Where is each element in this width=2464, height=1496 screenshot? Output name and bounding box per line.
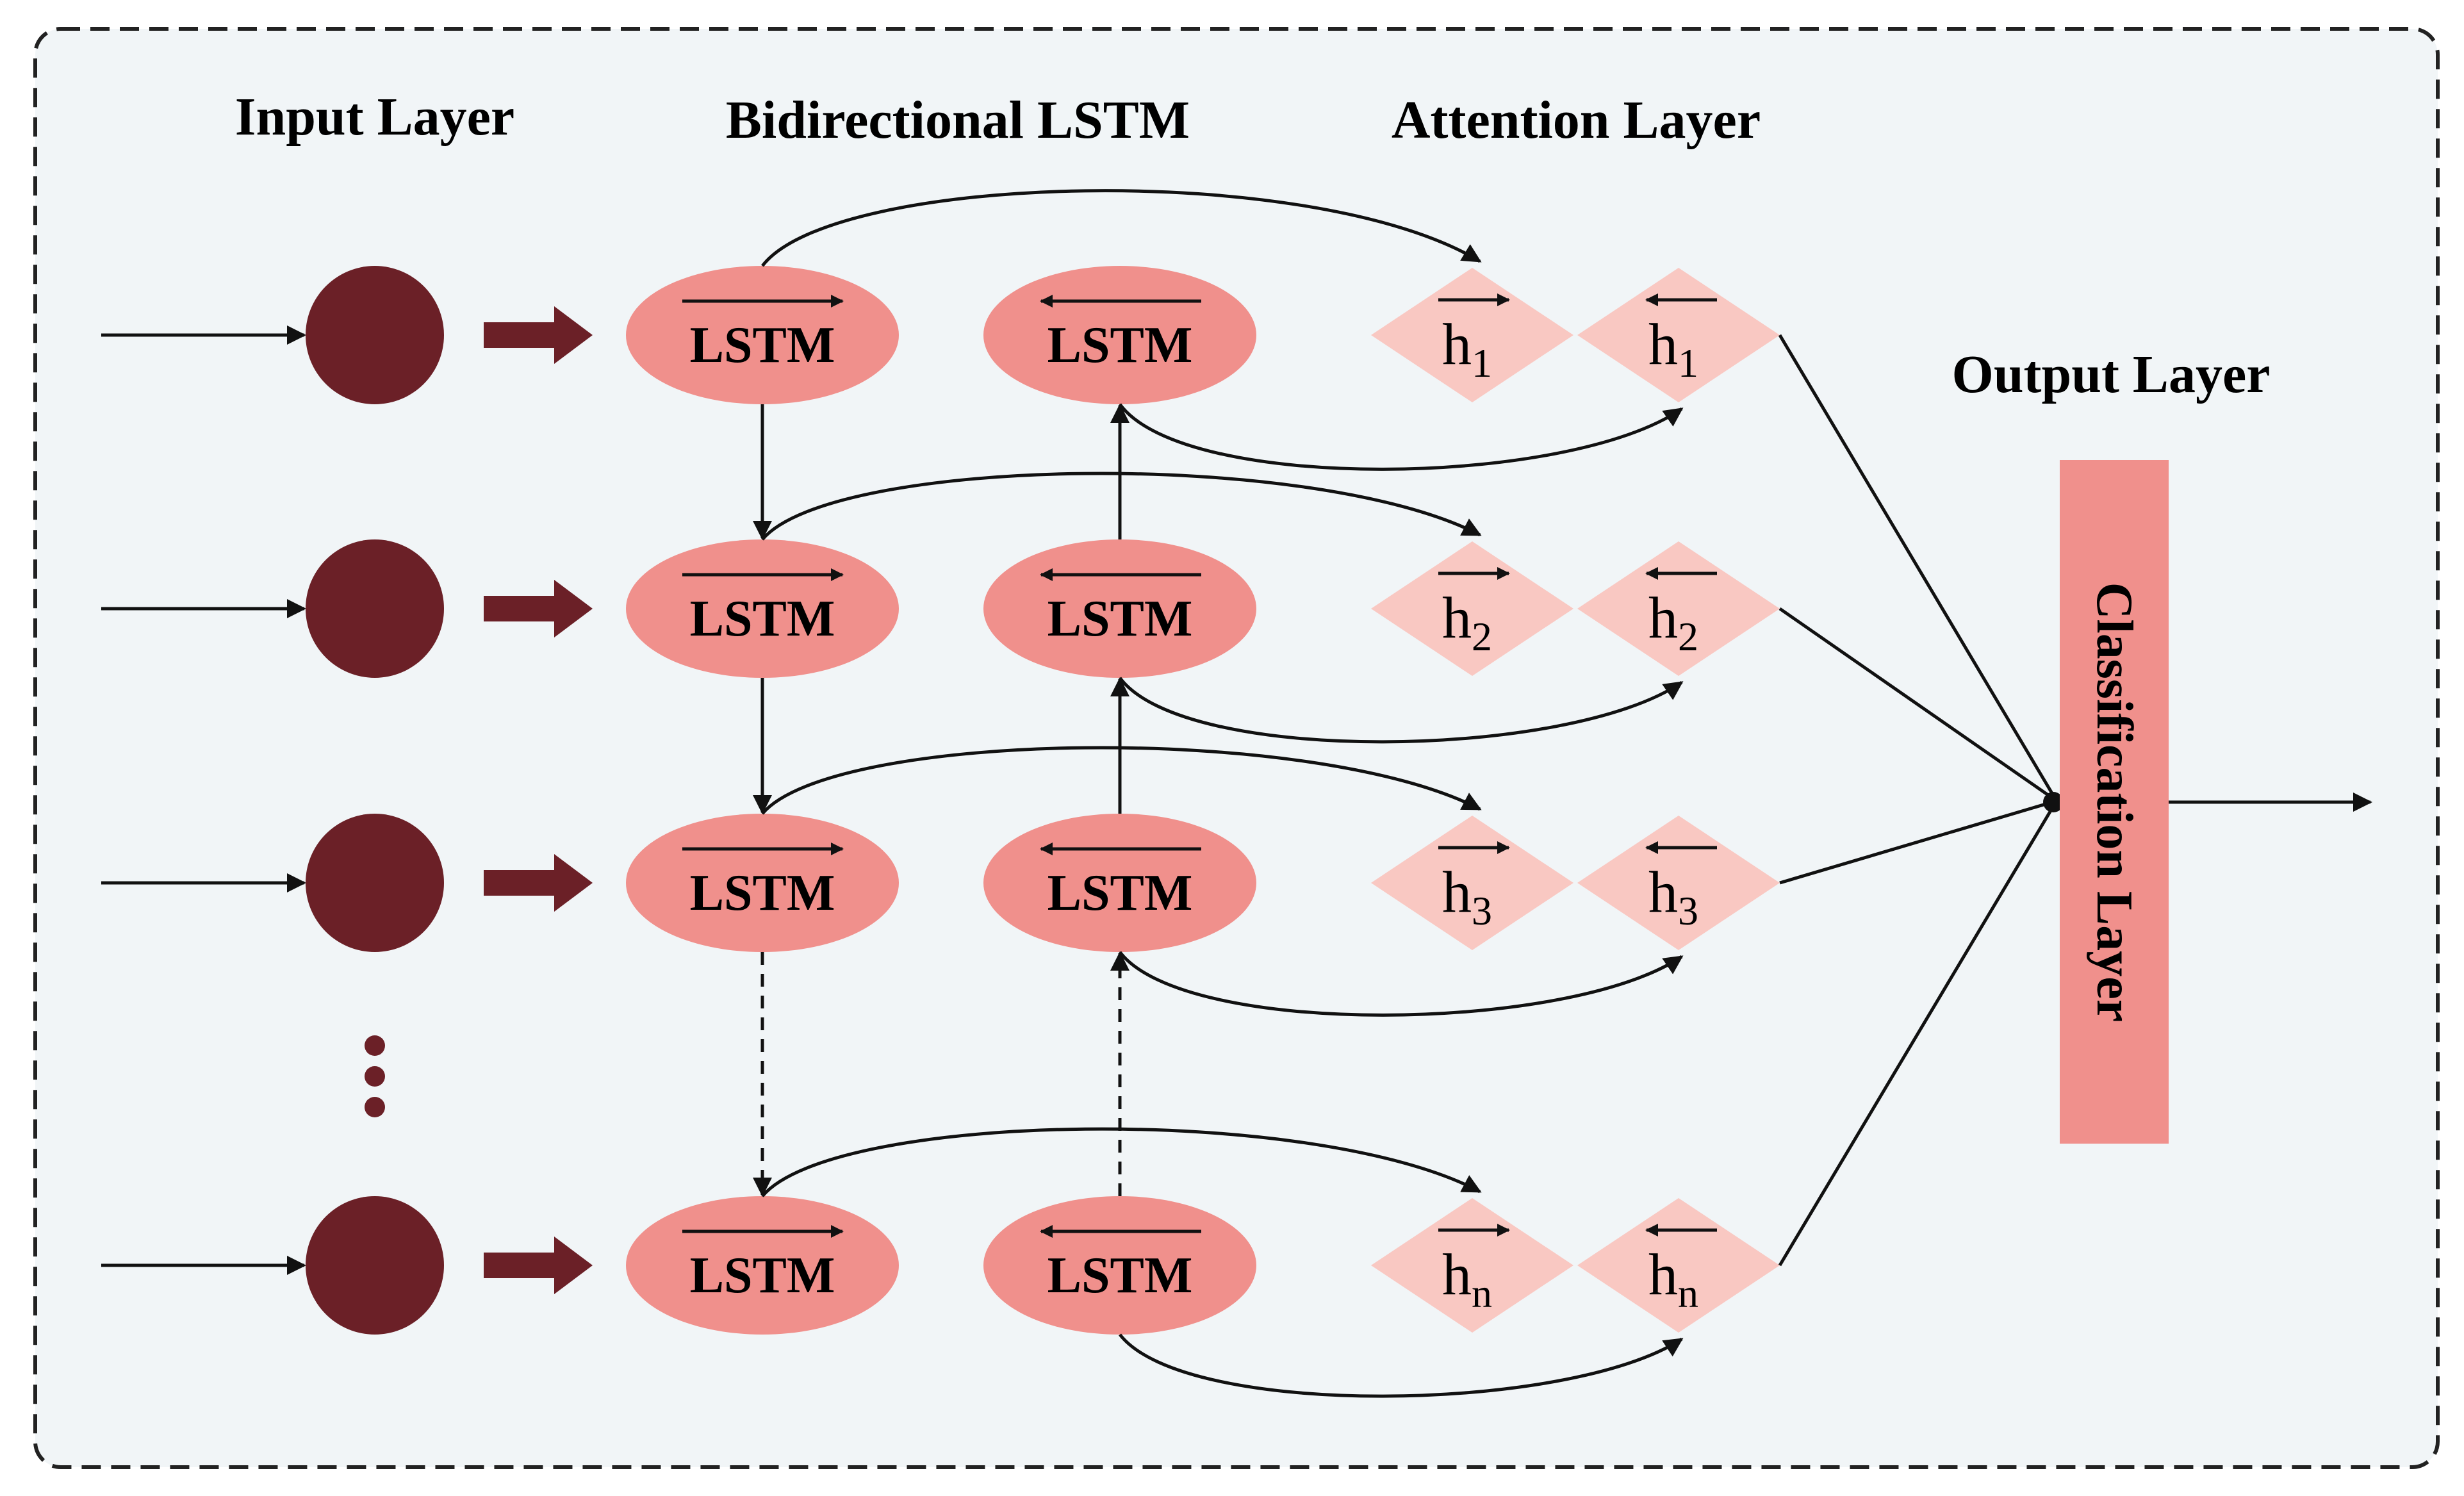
h-forward-label: hn <box>1442 1242 1492 1316</box>
forward-to-attention-arc <box>761 1127 1482 1197</box>
forward-lstm-label: LSTM <box>690 317 835 374</box>
backward-to-attention-arc <box>1119 1333 1684 1398</box>
attention-forward-node <box>1371 1198 1573 1333</box>
h-forward-label: h1 <box>1442 311 1492 386</box>
title-attention-layer: Attention Layer <box>1392 90 1761 150</box>
block-arrow <box>484 854 593 912</box>
backward-to-attention-arc <box>1119 951 1684 1017</box>
attention-backward-node <box>1577 1198 1780 1333</box>
forward-to-attention-arc <box>761 472 1482 541</box>
row-2: LSTM LSTM h2 h2 <box>101 539 1780 678</box>
h-backward-label: hn <box>1648 1242 1698 1316</box>
input-node <box>306 814 444 952</box>
h-forward-label: h2 <box>1442 585 1492 659</box>
ellipsis-dots <box>365 1035 385 1117</box>
input-node <box>306 266 444 404</box>
classification-layer-label: Classification Layer <box>2086 582 2142 1023</box>
forward-to-attention-arc <box>761 746 1482 815</box>
row-1: LSTM LSTM h1 h1 <box>101 266 1780 404</box>
h-backward-label: h2 <box>1648 585 1698 659</box>
attention-forward-node <box>1371 816 1573 950</box>
attention-to-output-line <box>1778 334 2058 802</box>
attention-forward-node <box>1371 541 1573 676</box>
forward-lstm-label: LSTM <box>690 865 835 921</box>
input-node <box>306 1196 444 1335</box>
forward-lstm-label: LSTM <box>690 591 835 647</box>
h-backward-label: h1 <box>1648 311 1698 386</box>
row-3: LSTM LSTM h3 h3 <box>101 814 1780 952</box>
forward-to-attention-arc <box>761 189 1482 267</box>
block-arrow <box>484 306 593 364</box>
classification-layer-box <box>2060 460 2169 1144</box>
block-arrow <box>484 580 593 637</box>
attention-backward-node <box>1577 268 1780 402</box>
attention-forward-node <box>1371 268 1573 402</box>
row-n: LSTM LSTM hn hn <box>101 1196 1780 1335</box>
forward-lstm-label: LSTM <box>690 1247 835 1304</box>
h-backward-label: h3 <box>1648 859 1698 933</box>
backward-lstm-label: LSTM <box>1047 591 1193 647</box>
backward-lstm-label: LSTM <box>1047 1247 1193 1304</box>
backward-lstm-label: LSTM <box>1047 317 1193 374</box>
input-node <box>306 539 444 678</box>
backward-lstm-label: LSTM <box>1047 865 1193 921</box>
block-arrow <box>484 1237 593 1294</box>
title-output-layer: Output Layer <box>1951 345 2270 404</box>
attention-backward-node <box>1577 816 1780 950</box>
attention-to-output-line <box>1778 607 2058 803</box>
attention-to-output-line <box>1778 800 2058 1267</box>
attention-backward-node <box>1577 541 1780 676</box>
title-bidirectional-lstm: Bidirectional LSTM <box>726 90 1190 150</box>
title-input-layer: Input Layer <box>235 87 514 147</box>
h-forward-label: h3 <box>1442 859 1492 933</box>
convergence-point <box>2043 792 2064 812</box>
backward-to-attention-arc <box>1118 403 1684 471</box>
diagram-panel <box>33 27 2440 1469</box>
backward-to-attention-arc <box>1118 677 1684 744</box>
attention-to-output-line <box>1779 799 2057 885</box>
